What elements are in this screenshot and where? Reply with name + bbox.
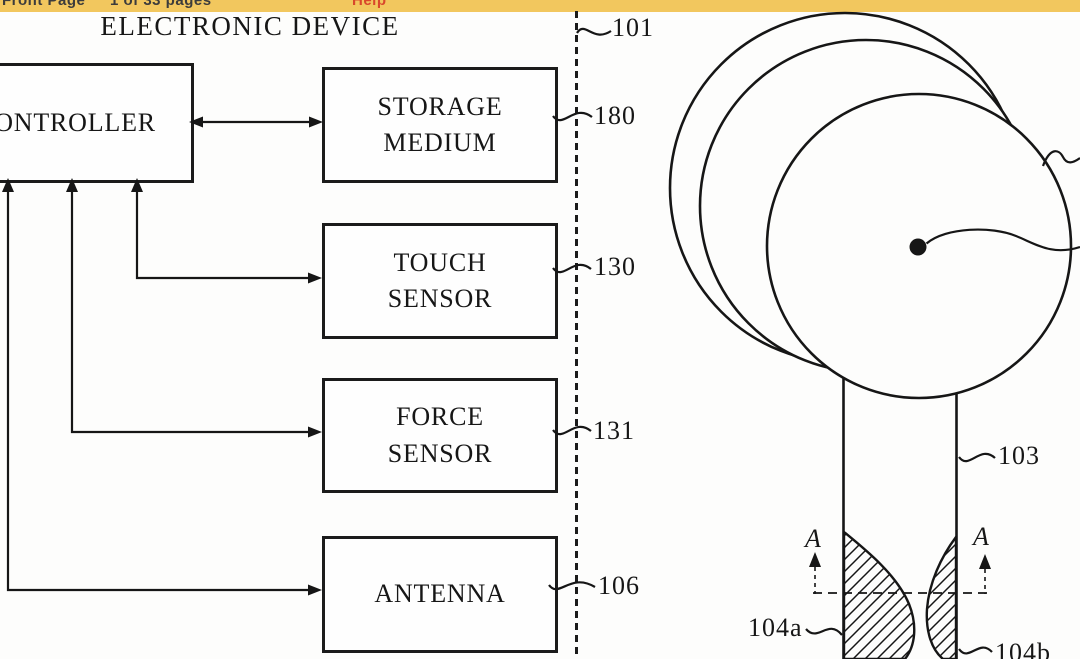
storage-medium-label: STORAGE — [377, 91, 503, 121]
hatched-region-104a — [842, 529, 916, 659]
toolbar-page-indicator: 1 of 33 pages — [110, 0, 212, 9]
storage-medium-box: STORAGE MEDIUM — [322, 67, 558, 183]
ref-180: 180 — [594, 101, 636, 130]
section-letter-right: A — [973, 522, 989, 551]
connector-lines — [6, 120, 315, 592]
section-arrow-left — [809, 552, 821, 567]
section-letter-left: A — [805, 524, 821, 553]
electronic-device-title: ELECTRONIC DEVICE — [100, 11, 400, 41]
center-dot — [909, 238, 927, 256]
force-sensor-box: FORCE SENSOR — [322, 378, 558, 493]
earbud-figure — [668, 11, 1080, 659]
controller-box: CONTROLLER — [0, 63, 194, 183]
touch-sensor-box: TOUCH SENSOR — [322, 223, 558, 339]
touch-sensor-label: TOUCH — [393, 247, 487, 277]
ref-104a: 104a — [748, 613, 803, 642]
ref-103: 103 — [998, 441, 1040, 470]
controller-label: CONTROLLER — [0, 107, 156, 137]
center-dot-leader — [925, 228, 1080, 252]
section-arrow-right — [979, 554, 991, 569]
antenna-box: ANTENNA — [322, 536, 558, 653]
force-sensor-label: FORCE — [396, 402, 484, 432]
connector-arrowheads — [2, 116, 323, 596]
ref-101: 101 — [612, 13, 654, 42]
antenna-label: ANTENNA — [374, 579, 506, 609]
viewer-toolbar: Front Page 1 of 33 pages Help — [0, 0, 1080, 12]
hatched-region-104b — [925, 533, 958, 659]
top-right-leader — [1041, 150, 1080, 167]
toolbar-help-link[interactable]: Help — [352, 0, 387, 9]
toolbar-front-page-link[interactable]: Front Page — [2, 0, 86, 9]
ref-130: 130 — [594, 252, 636, 281]
ref-106: 106 — [598, 571, 640, 600]
ref-104b: 104b — [995, 638, 1051, 659]
reference-leaders — [548, 27, 996, 655]
ref-131: 131 — [593, 416, 635, 445]
